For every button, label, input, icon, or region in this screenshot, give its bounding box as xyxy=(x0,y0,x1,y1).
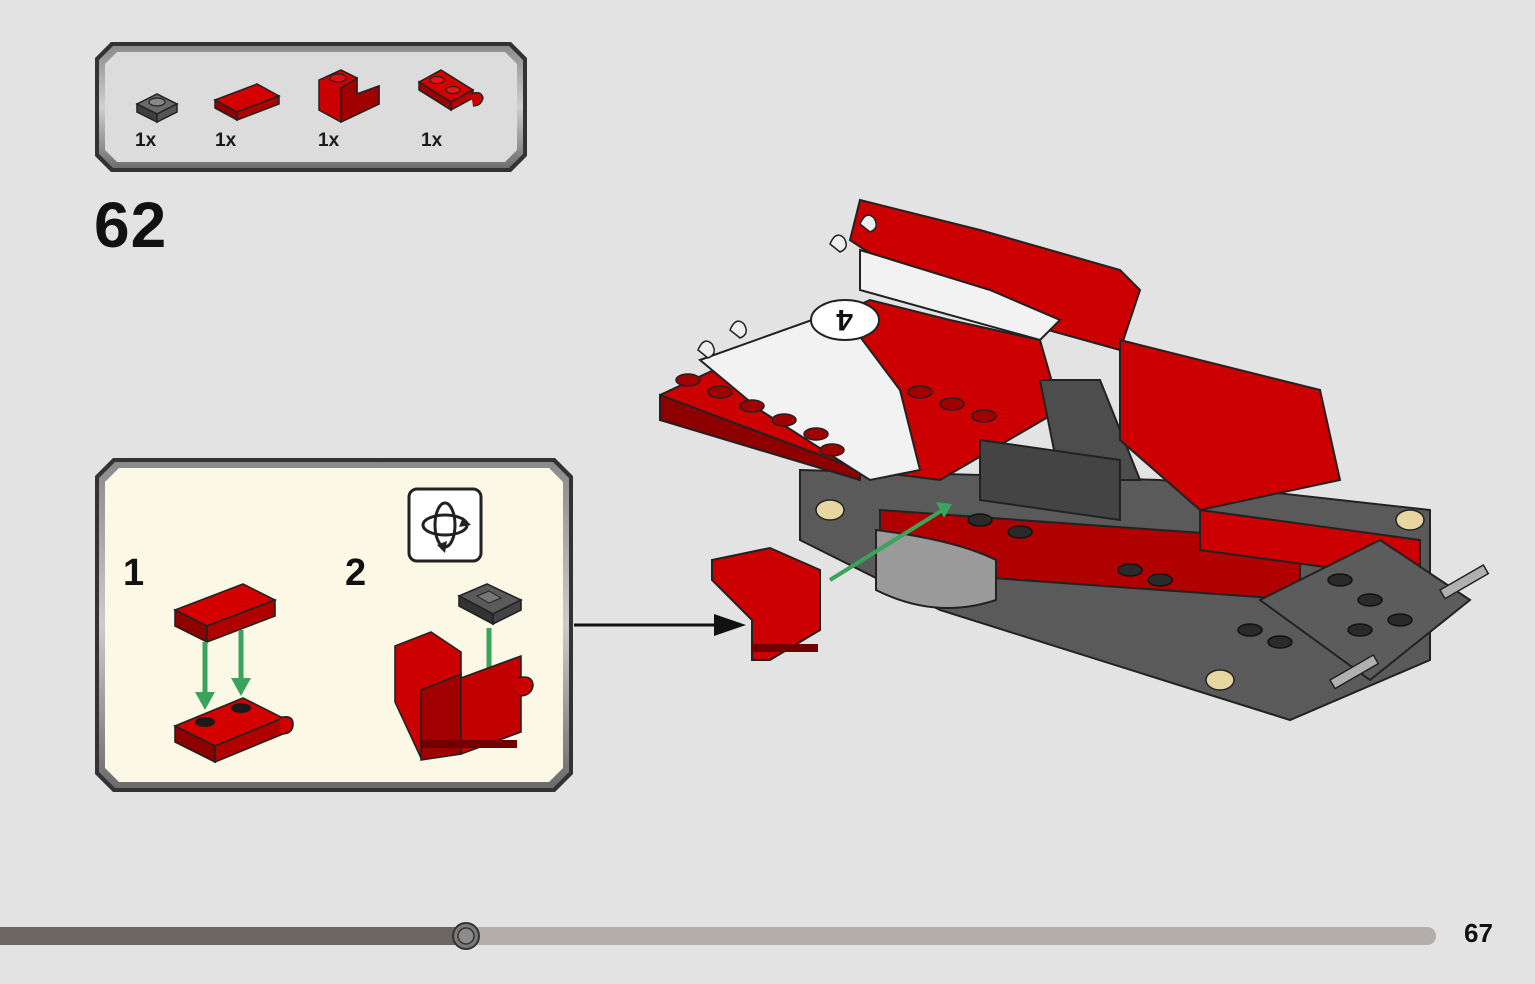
sub-step-2-number: 2 xyxy=(345,552,367,594)
part-qty-1: 1x xyxy=(135,130,157,151)
sub-assembly-box: 1 2 xyxy=(93,456,575,796)
sub-step-1-illustration xyxy=(173,583,294,764)
rotate-model-icon xyxy=(407,487,483,563)
red-clip-plate-icon xyxy=(417,69,484,112)
part-qty-3: 1x xyxy=(318,130,340,151)
car-model-illustration: 4 xyxy=(659,198,1490,722)
part-qty-2: 1x xyxy=(215,130,237,151)
parts-list-box: 1x 1x 1x 1x xyxy=(93,40,529,174)
svg-text:4: 4 xyxy=(836,303,853,336)
page-progress-bar xyxy=(0,922,1436,950)
page-number: 67 xyxy=(1464,918,1493,948)
red-slope-icon xyxy=(318,69,380,124)
attach-arrow xyxy=(574,614,746,636)
sub-step-2-illustration xyxy=(394,583,534,761)
sub-step-1-number: 1 xyxy=(123,552,145,594)
gray-tile-icon xyxy=(135,93,179,124)
step-number: 62 xyxy=(94,189,168,261)
red-tile-icon xyxy=(213,83,281,122)
part-qty-4: 1x xyxy=(421,130,443,151)
